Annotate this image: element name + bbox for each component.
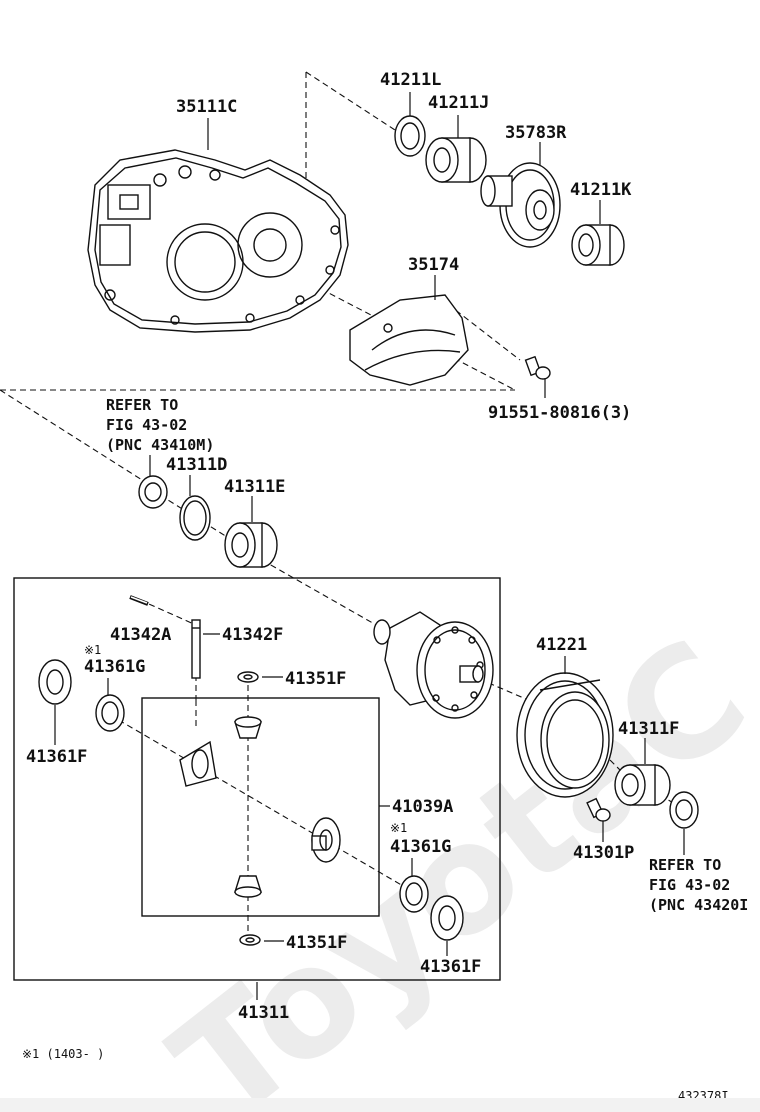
refer-left-line2: FIG 43-02 [106,416,187,434]
label-41211K: 41211K [570,180,632,200]
label-41342A: 41342A [110,625,171,645]
label-35783R: 35783R [505,123,567,143]
pinion-washer-41351F-bottom [239,934,261,946]
label-35174: 35174 [408,255,459,275]
differential-case [373,611,494,719]
bearing-41311F [614,764,671,806]
bolt-41301P [586,797,611,822]
side-gear-right [311,817,341,863]
oil-seal-refer-left [138,475,168,509]
label-41211J: 41211J [428,93,489,113]
mark-b: ※1 [390,821,407,835]
shaft-41342F [191,619,201,679]
refer-left-line1: REFER TO [106,396,178,414]
label-41361F-b: 41361F [420,957,481,977]
bearing-41311E [224,522,278,568]
label-91551-80816: 91551-80816(3) [488,403,631,423]
label-41311D: 41311D [166,455,227,475]
gear-35783R [480,162,561,248]
mark-a: ※1 [84,643,101,657]
refer-left-line3: (PNC 43410M) [106,436,214,454]
bearing-41211J [425,137,487,183]
label-41311F: 41311F [618,719,679,739]
footer-strip [0,1098,760,1112]
side-gear-left [179,740,217,787]
label-41311E: 41311E [224,477,285,497]
label-41221: 41221 [536,635,587,655]
thrust-washer-41361F-right [430,895,464,941]
oil-seal-refer-right [669,791,699,829]
label-41361G-b: 41361G [390,837,451,857]
refer-right-line1: REFER TO [649,856,721,874]
label-41311: 41311 [238,1003,289,1023]
label-41361G-a: 41361G [84,657,145,677]
pinion-gear-top [234,716,262,739]
refer-right-line2: FIG 43-02 [649,876,730,894]
transaxle-housing-35111C [87,149,349,333]
thrust-washer-41361G-right [399,875,429,913]
label-41342F: 41342F [222,625,283,645]
bolt-91551-80816 [524,355,551,380]
label-41301P: 41301P [573,843,634,863]
thrust-washer-41361G-left [95,694,125,732]
thrust-washer-41361F-left [38,659,72,705]
pinion-washer-41351F-top [237,671,259,683]
label-41361F-a: 41361F [26,747,87,767]
oil-seal-41211L [394,115,426,157]
pin-41342A [129,595,149,606]
pinion-gear-bottom [234,875,262,898]
label-41351F-a: 41351F [285,669,346,689]
shim-41311D [179,495,211,541]
footnote: ※1 (1403- ) [22,1047,104,1061]
label-35111C: 35111C [176,97,237,117]
label-41211L: 41211L [380,70,441,90]
bearing-41211K [571,224,625,266]
label-41039A: 41039A [392,797,453,817]
label-41351F-b: 41351F [286,933,347,953]
kit-box-41311 [13,577,501,981]
kit-box-41039A [141,697,380,917]
separator-plate-35174 [349,294,469,386]
ring-gear-41221 [516,672,614,798]
refer-right-line3: (PNC 43420I [649,896,748,914]
